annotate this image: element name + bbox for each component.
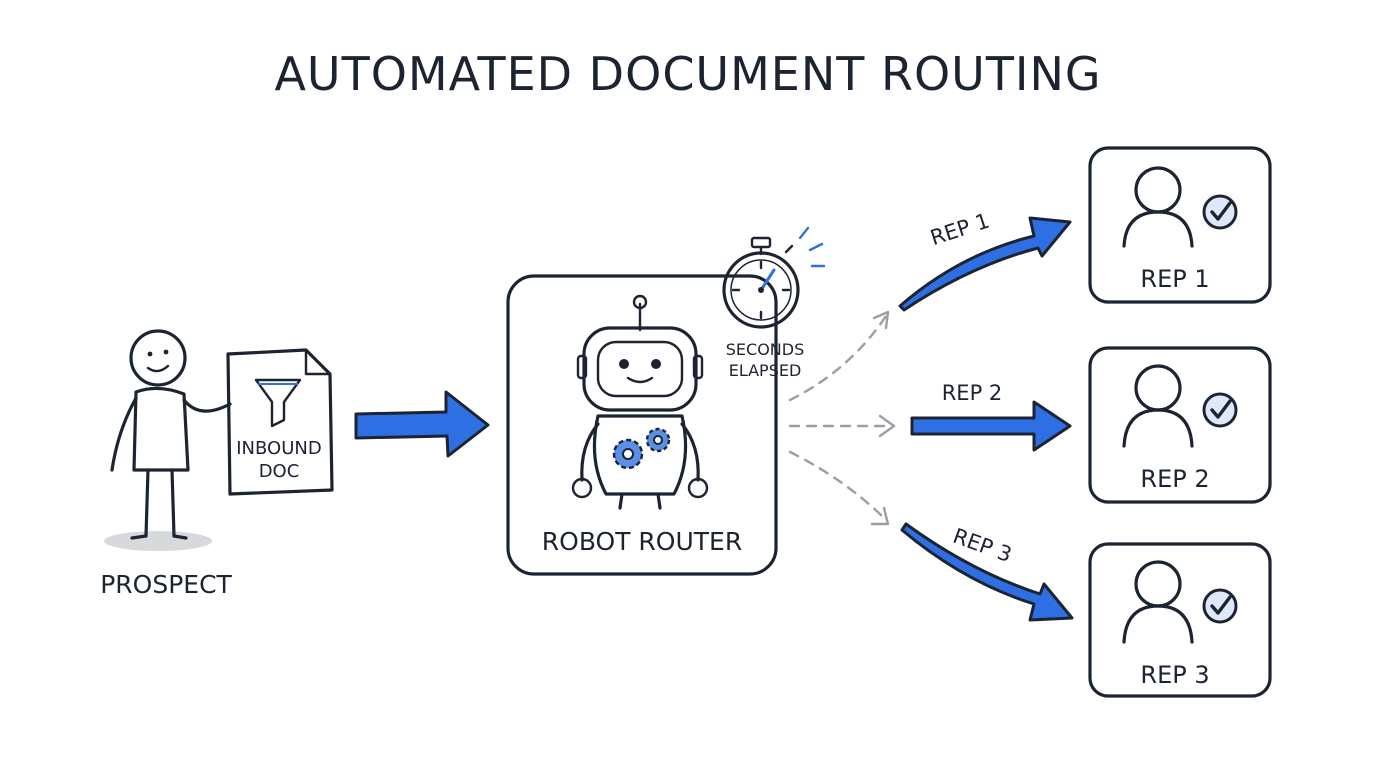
- stopwatch-icon: [722, 226, 826, 329]
- robot-icon: [571, 294, 709, 510]
- prospect-label: PROSPECT: [100, 570, 232, 599]
- funnel-icon: [254, 378, 302, 428]
- inbound-document: [226, 348, 334, 496]
- dashed-connector-rep1: [788, 310, 890, 402]
- route-arrow-rep2: [910, 400, 1072, 452]
- person-icon: [1122, 364, 1194, 448]
- rep-card-3: [1088, 542, 1272, 698]
- dashed-connector-rep2: [788, 414, 896, 438]
- router-label: ROBOT ROUTER: [542, 527, 742, 556]
- timer-label-line2: ELAPSED: [729, 361, 802, 380]
- document-label-line2: DOC: [259, 461, 300, 482]
- timer-label-line1: SECONDS: [726, 340, 804, 359]
- rep-card-3-label: REP 3: [1140, 661, 1209, 689]
- prospect-figure: [104, 329, 232, 551]
- document-label-line1: INBOUND: [236, 438, 321, 459]
- rep-card-2: [1088, 346, 1272, 504]
- rep-card-1-label: REP 1: [1140, 265, 1209, 293]
- route-arrow-rep3: [900, 522, 1074, 622]
- gear-icon: [645, 427, 671, 453]
- check-circle-icon: [1202, 588, 1238, 624]
- router-box: [506, 274, 778, 576]
- diagram-title: AUTOMATED DOCUMENT ROUTING: [274, 47, 1101, 101]
- route-label-rep1: REP 1: [927, 209, 992, 251]
- check-circle-icon: [1202, 194, 1238, 230]
- rep-card-1: [1088, 146, 1272, 304]
- person-icon: [1122, 560, 1194, 644]
- gear-icon: [612, 438, 644, 470]
- check-circle-icon: [1202, 392, 1238, 428]
- person-icon: [1122, 166, 1194, 248]
- route-label-rep2: REP 2: [942, 381, 1003, 405]
- arrow-doc-to-router: [354, 390, 490, 458]
- dashed-connector-rep3: [788, 450, 890, 526]
- rep-card-2-label: REP 2: [1140, 465, 1209, 493]
- route-arrow-rep1: [898, 216, 1072, 312]
